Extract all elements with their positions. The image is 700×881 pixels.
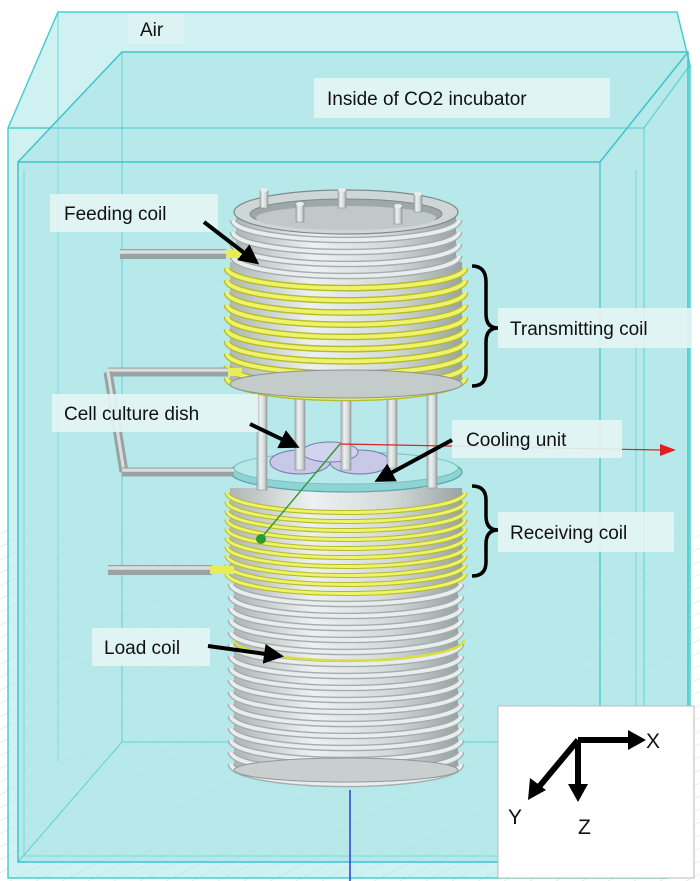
label-receiving-coil-text: Receiving coil [510,523,627,544]
label-incubator-text: Inside of CO2 incubator [327,89,527,110]
label-cell-culture-dish-text: Cell culture dish [64,404,199,425]
label-cell-culture-dish: Cell culture dish [52,394,300,449]
label-transmitting-coil-text: Transmitting coil [510,319,648,340]
label-cooling-unit-text: Cooling unit [466,430,567,451]
label-air-text: Air [140,20,164,41]
coil-assembly [103,188,469,788]
label-feeding-coil: Feeding coil [50,194,260,265]
axis-triad: X Y Z [497,705,695,879]
label-air: Air [128,14,184,44]
label-cooling-unit: Cooling unit [374,420,622,482]
triad-y-label: Y [508,806,522,829]
triad-y-arrow [535,738,581,790]
triad-z-label: Z [578,816,591,839]
green-probe-line [256,443,341,544]
label-receiving-coil: Receiving coil [471,484,674,578]
label-feeding-coil-text: Feeding coil [64,204,166,225]
label-transmitting-coil: Transmitting coil [471,264,692,388]
label-incubator: Inside of CO2 incubator [314,78,610,118]
label-load-coil: Load coil [92,628,284,666]
label-load-coil-text: Load coil [104,638,180,659]
triad-x-label: X [646,730,660,753]
